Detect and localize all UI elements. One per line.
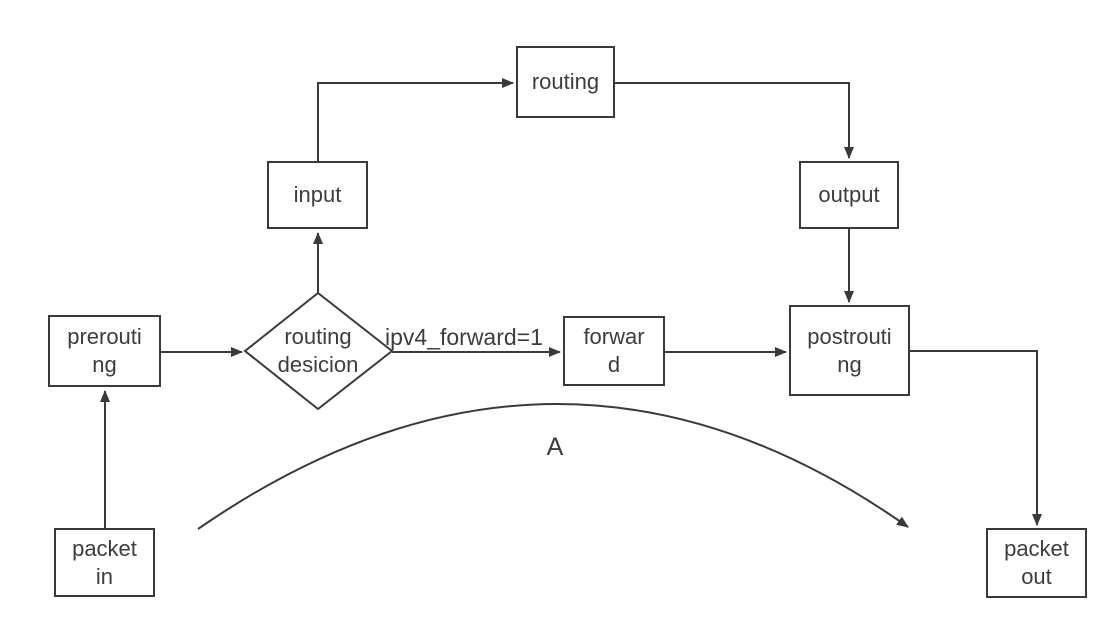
edge-routing-to-output bbox=[615, 82, 854, 159]
node-packet-in: packet in bbox=[54, 528, 155, 597]
edge-label-a: A bbox=[546, 433, 564, 461]
node-output: output bbox=[799, 161, 899, 229]
node-input: input bbox=[267, 161, 368, 229]
edge-postrouting-to-packetout bbox=[910, 350, 1042, 526]
node-postrouting: postrouti ng bbox=[789, 305, 910, 396]
edge-bypass-curve-a bbox=[197, 403, 909, 530]
node-routing: routing bbox=[516, 46, 615, 118]
decision-diamond-shape bbox=[243, 291, 394, 411]
node-forward: forwar d bbox=[563, 316, 665, 386]
node-routing-decision-label: routing desicion bbox=[277, 324, 359, 377]
edge-label-ipv4-forward: ipv4_forward=1 bbox=[385, 324, 543, 350]
node-packet-out: packet out bbox=[986, 528, 1087, 598]
node-prerouting: prerouti ng bbox=[48, 315, 161, 387]
edge-input-to-routing bbox=[317, 78, 514, 161]
